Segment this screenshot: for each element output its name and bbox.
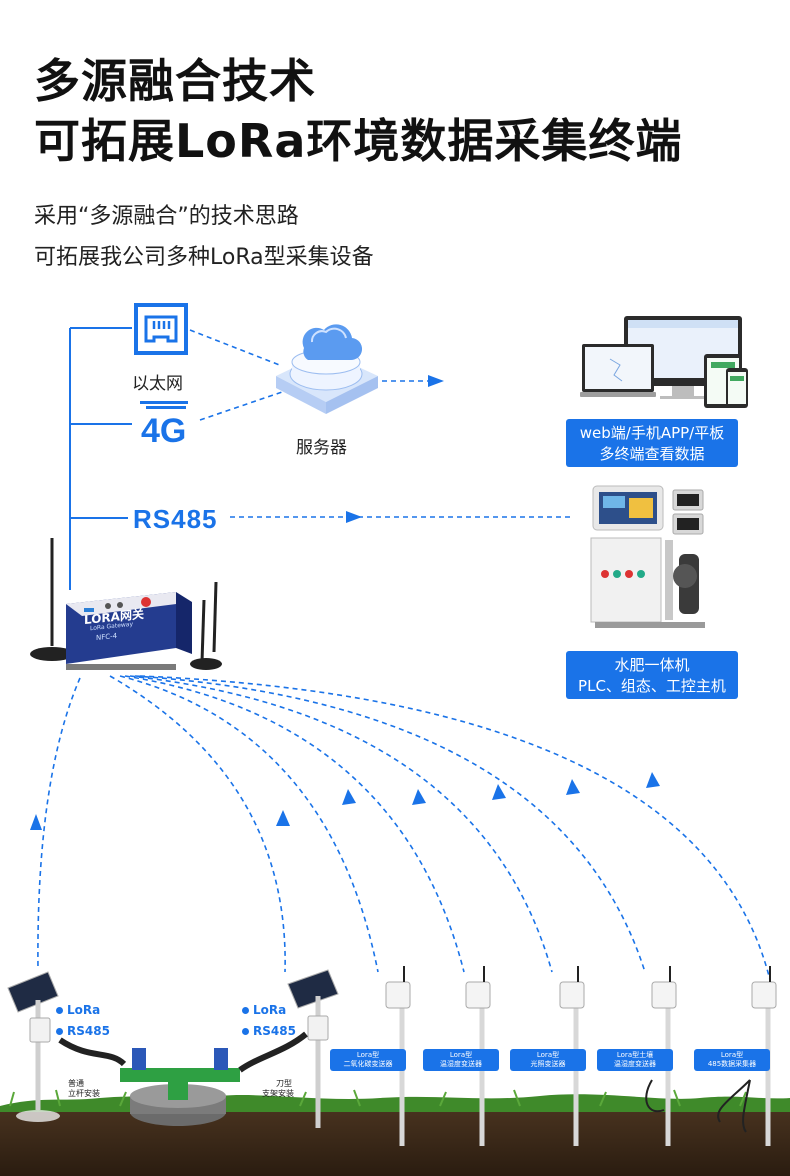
rs485-label: RS485 [133, 504, 218, 534]
sensor-tag-485-collector: Lora型 485数据采集器 [694, 1049, 770, 1071]
sensor-tag-485-collector-line-1: Lora型 [720, 1051, 744, 1059]
plc-output-line-1: 水肥一体机 [614, 656, 690, 674]
subtitle-line-1: 采用“多源融合”的技术思路 [34, 204, 299, 229]
ethernet-port-icon [134, 303, 188, 355]
title-line-1: 多源融合技术 [34, 54, 316, 108]
right-lora-legend: LoRa [242, 1003, 286, 1017]
cloud-server-icon [276, 324, 378, 414]
right-lora-text: LoRa [253, 1003, 287, 1017]
sensor-tag-co2-line-2: 二氧化碳变送器 [343, 1060, 393, 1068]
multi-device-image [580, 316, 748, 408]
sensor-tag-temp-humidity: Lora型 温湿度变送器 [423, 1049, 499, 1071]
sensor-tag-soil-line-1: Lora型土壤 [616, 1051, 654, 1059]
left-rs485-legend: RS485 [56, 1024, 110, 1038]
sensor-tag-temp-humidity-line-1: Lora型 [449, 1051, 473, 1059]
sensor-tag-temp-humidity-line-2: 温湿度变送器 [440, 1060, 482, 1068]
lora-gateway-image [30, 538, 222, 670]
left-lora-legend: LoRa [56, 1003, 100, 1017]
pole-left-label-1: 普通 [68, 1079, 84, 1088]
pole-right-label-1: 刀型 [276, 1079, 292, 1088]
pole-left-label-2: 立杆安装 [68, 1089, 100, 1098]
sensor-tag-soil-line-2: 温湿度变送器 [614, 1060, 656, 1068]
sensor-tag-light-line-2: 光照变送器 [530, 1060, 566, 1068]
plc-output-line-2: PLC、组态、工控主机 [578, 677, 726, 695]
web-output-line-1: web端/手机APP/平板 [579, 424, 725, 442]
sensor-tag-light: Lora型 光照变送器 [510, 1049, 586, 1071]
left-lora-text: LoRa [67, 1003, 101, 1017]
field-scene [0, 966, 790, 1176]
pole-right-label-2: 支架安装 [262, 1089, 294, 1098]
ethernet-label: 以太网 [132, 374, 183, 394]
web-app-output-box: web端/手机APP/平板 多终端查看数据 [566, 419, 738, 467]
signal-bars-icon [140, 401, 188, 409]
right-rs485-legend: RS485 [242, 1024, 296, 1038]
sensor-tag-soil: Lora型土壤 温湿度变送器 [597, 1049, 673, 1071]
subtitle-line-2: 可拓展我公司多种LoRa型采集设备 [34, 245, 374, 270]
cellular-4g-label: 4G [141, 412, 187, 450]
sensor-tag-co2-line-1: Lora型 [356, 1051, 380, 1059]
sensor-tag-485-collector-line-2: 485数据采集器 [707, 1060, 757, 1068]
plc-output-box: 水肥一体机 PLC、组态、工控主机 [566, 651, 738, 699]
fertigation-machine-image [590, 485, 705, 628]
web-output-line-2: 多终端查看数据 [599, 445, 705, 463]
title-line-2: 可拓展LoRa环境数据采集终端 [34, 114, 683, 168]
right-rs485-text: RS485 [253, 1024, 296, 1038]
sensor-tag-co2: Lora型 二氧化碳变送器 [330, 1049, 406, 1071]
sensor-tag-light-line-1: Lora型 [536, 1051, 560, 1059]
server-label: 服务器 [296, 438, 347, 458]
left-rs485-text: RS485 [67, 1024, 110, 1038]
